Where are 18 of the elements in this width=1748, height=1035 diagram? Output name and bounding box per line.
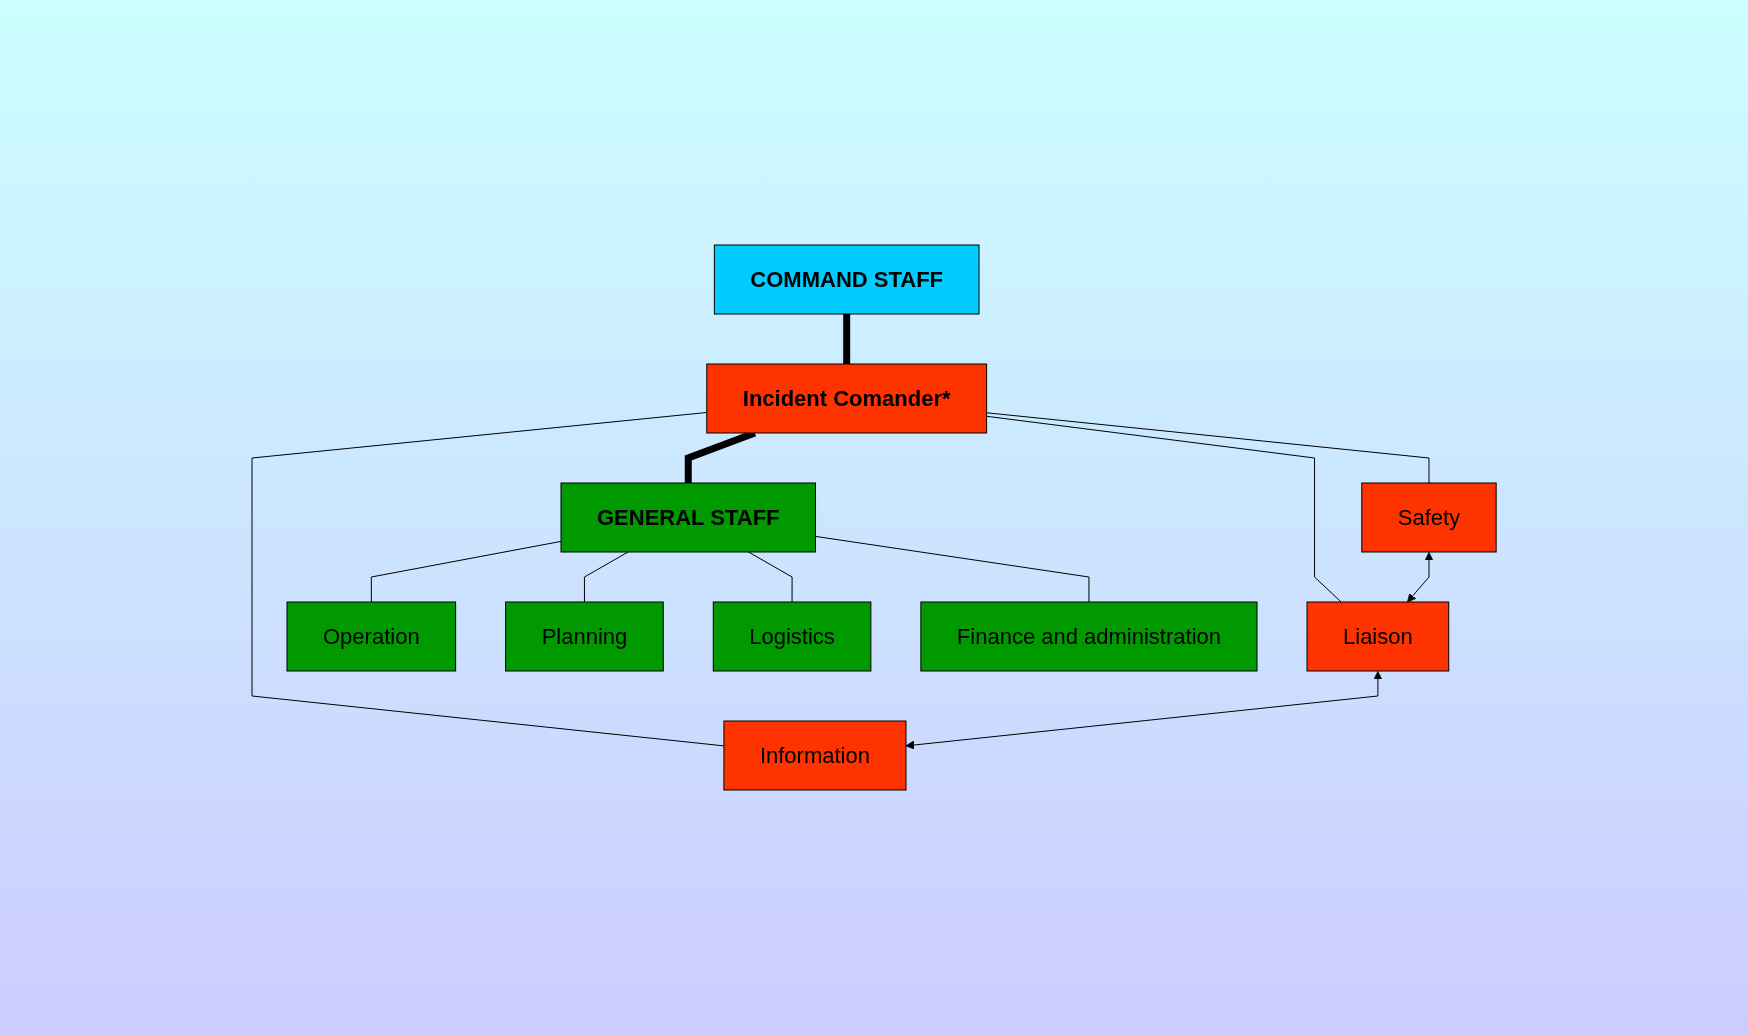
arrow	[1407, 552, 1434, 603]
connector	[986, 415, 1342, 603]
node-box: Information	[723, 720, 907, 791]
node-box: Finance and administration	[920, 601, 1258, 672]
connector	[370, 540, 562, 603]
connector	[843, 314, 851, 364]
node-box: Planning	[505, 601, 664, 672]
node-box: GENERAL STAFF	[560, 482, 816, 553]
node-box: Liaison	[1306, 601, 1450, 672]
node-box: COMMAND STAFF	[713, 244, 980, 315]
connector	[814, 535, 1090, 603]
node-box: Incident Comander*	[706, 363, 987, 434]
node-box: Operation	[286, 601, 457, 672]
node-box: Logistics	[712, 601, 872, 672]
node-box: Safety	[1361, 482, 1497, 553]
connector	[986, 412, 1430, 484]
arrow	[905, 671, 1383, 750]
connector	[251, 412, 725, 747]
